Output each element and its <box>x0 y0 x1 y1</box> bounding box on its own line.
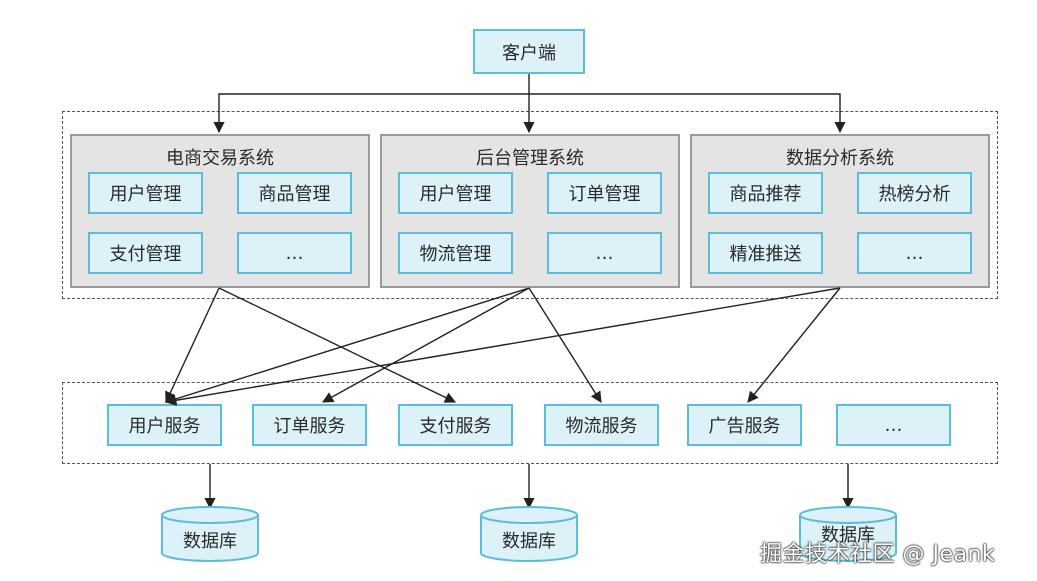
module-product-recommendation: 商品推荐 <box>708 172 823 214</box>
system-title: 后台管理系统 <box>476 148 584 169</box>
module-user-management: 用户管理 <box>88 172 203 214</box>
module-product-management: 商品管理 <box>237 172 352 214</box>
service-payment: 支付服务 <box>398 404 513 446</box>
module-precise-push: 精准推送 <box>708 232 823 274</box>
service-label: 物流服务 <box>565 416 638 437</box>
module-label: … <box>595 242 614 264</box>
watermark: 掘金技术社区 @ Jeank <box>760 542 996 567</box>
service-label: 支付服务 <box>419 416 492 437</box>
service-advertising: 广告服务 <box>687 404 802 446</box>
module-label: 商品推荐 <box>729 184 802 205</box>
module-label: 热榜分析 <box>878 184 951 205</box>
module-label: 订单管理 <box>568 184 641 205</box>
service-order: 订单服务 <box>252 404 367 446</box>
module-label: 用户管理 <box>109 184 182 205</box>
service-user: 用户服务 <box>107 404 222 446</box>
system-title: 数据分析系统 <box>786 148 894 169</box>
service-logistics: 物流服务 <box>544 404 659 446</box>
module-more: … <box>547 232 662 274</box>
module-payment-management: 支付管理 <box>88 232 203 274</box>
module-label: 商品管理 <box>258 184 331 205</box>
database-label-2: 数据库 <box>481 525 577 555</box>
database-label-3: 数据库 <box>800 519 896 549</box>
client-node: 客户端 <box>473 29 585 74</box>
database-label-1: 数据库 <box>162 525 258 555</box>
module-label: 支付管理 <box>109 244 182 265</box>
module-logistics-management: 物流管理 <box>398 232 513 274</box>
db-label: 数据库 <box>821 525 875 546</box>
module-hot-list-analysis: 热榜分析 <box>857 172 972 214</box>
module-more: … <box>857 232 972 274</box>
module-order-management: 订单管理 <box>547 172 662 214</box>
service-label: 用户服务 <box>128 416 201 437</box>
db-label: 数据库 <box>183 531 237 552</box>
module-label: … <box>285 242 304 264</box>
module-label: 精准推送 <box>729 244 802 265</box>
module-label: … <box>905 242 924 264</box>
system-title: 电商交易系统 <box>166 148 274 169</box>
service-label: 订单服务 <box>273 416 346 437</box>
client-label: 客户端 <box>502 42 556 64</box>
service-label: 广告服务 <box>708 416 781 437</box>
db-label: 数据库 <box>502 531 556 552</box>
module-more: … <box>237 232 352 274</box>
module-user-management: 用户管理 <box>398 172 513 214</box>
service-label: … <box>884 414 903 436</box>
module-label: 物流管理 <box>419 244 492 265</box>
service-more: … <box>836 404 951 446</box>
module-label: 用户管理 <box>419 184 492 205</box>
